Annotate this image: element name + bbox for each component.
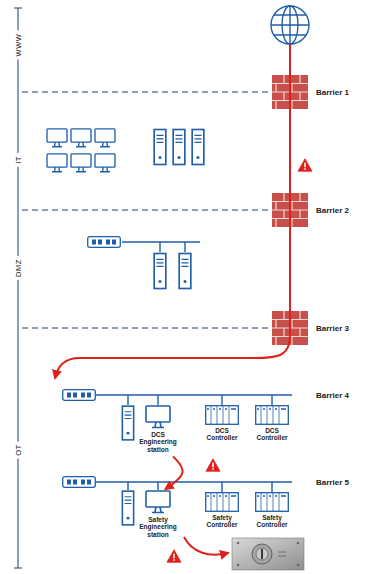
firewall-icon (272, 193, 308, 227)
zone-label: WWW (13, 31, 24, 60)
warning-symbol (167, 550, 181, 562)
barrier-label: Barrier 1 (316, 88, 349, 97)
internet-globe (271, 6, 309, 44)
firewall-icon (272, 311, 308, 345)
warning-symbol (298, 159, 312, 171)
node-label: Safety Controller (251, 514, 293, 529)
dcs-network (63, 390, 292, 440)
barrier-label: Barrier 3 (316, 324, 349, 333)
engineering-station: DCS Engineering station (133, 405, 183, 455)
it-servers (154, 130, 204, 165)
attack-path (184, 537, 228, 555)
engineering-station: Safety Engineering station (133, 490, 183, 540)
controller-unit: DCS Controller (251, 405, 293, 444)
key-switch-photo (232, 538, 304, 570)
node-label: DCS Controller (201, 427, 243, 442)
node-label: Safety Controller (201, 514, 243, 529)
zone-label: OT (13, 441, 24, 458)
node-label: DCS Controller (251, 427, 293, 442)
barrier-label: Barrier 4 (316, 391, 349, 400)
node-label: DCS Engineering station (133, 431, 183, 453)
attack-arrow (166, 456, 183, 489)
controller-unit: Safety Controller (251, 492, 293, 531)
dmz-network (88, 237, 200, 289)
safety-network (63, 477, 292, 525)
barrier-label: Barrier 5 (316, 478, 349, 487)
it-workstations (47, 129, 115, 172)
zone-divider (22, 92, 270, 328)
zone-label: DMZ (13, 256, 24, 280)
zone-label: IT (13, 153, 24, 167)
attack-path (55, 44, 290, 378)
firewall-icon (272, 75, 308, 109)
node-label: Safety Engineering station (133, 516, 183, 538)
zone-axis (14, 8, 22, 568)
warning-symbol (206, 459, 220, 471)
controller-unit: DCS Controller (201, 405, 243, 444)
controller-unit: Safety Controller (201, 492, 243, 531)
barrier-label: Barrier 2 (316, 206, 349, 215)
